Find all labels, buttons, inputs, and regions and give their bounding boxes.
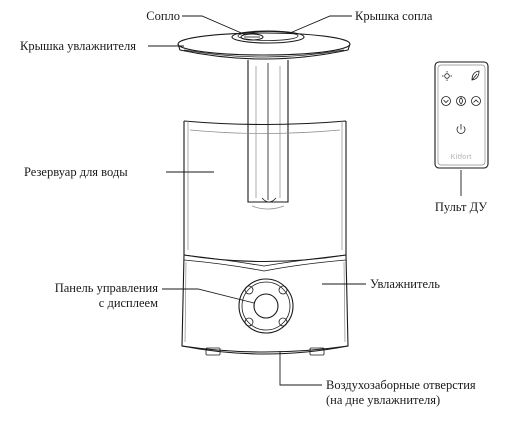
humidifier-cover	[177, 32, 351, 60]
label-water-tank: Резервуар для воды	[24, 165, 128, 179]
water-tank	[183, 120, 347, 263]
remote-brand: Kitfort	[451, 154, 473, 161]
label-nozzle: Сопло	[146, 9, 180, 23]
label-air-intake-2: (на дне увлажнителя)	[326, 393, 440, 407]
label-remote: Пульт ДУ	[435, 200, 487, 214]
nozzle	[240, 33, 264, 41]
humidifier-base	[181, 254, 349, 356]
sun-icon	[442, 71, 452, 81]
control-panel	[238, 278, 294, 334]
label-humidifier-cover: Крышка увлажнителя	[20, 39, 136, 53]
callout-lines	[148, 15, 462, 386]
label-control-panel-1: Панель управления	[55, 281, 159, 295]
remote-control: Kitfort	[434, 61, 489, 169]
chevron-up-icon	[471, 96, 481, 106]
label-humidifier: Увлажнитель	[370, 277, 440, 291]
power-icon	[456, 124, 466, 134]
leaf-icon	[471, 70, 480, 81]
label-control-panel-2: с дисплеем	[99, 296, 158, 310]
droplet-icon	[456, 96, 466, 106]
label-nozzle-cover: Крышка сопла	[355, 9, 433, 23]
nozzle-cover	[231, 30, 305, 44]
label-air-intake-1: Воздухозаборные отверстия	[326, 378, 476, 392]
chevron-down-icon	[441, 96, 451, 106]
water-tube	[247, 60, 289, 210]
